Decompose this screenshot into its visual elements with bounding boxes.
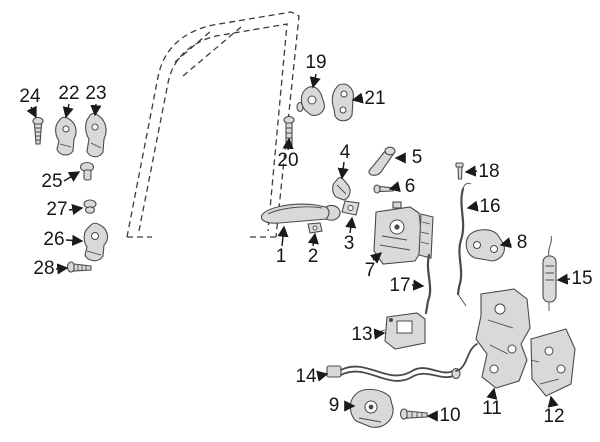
part-rod-17: [424, 253, 432, 315]
arrow-17: [411, 279, 425, 291]
arrow-11: [486, 387, 498, 400]
part-cable-14: [326, 343, 478, 382]
callout-label-7[interactable]: 7: [365, 260, 376, 281]
arrow-1: [277, 225, 289, 247]
callout-label-3[interactable]: 3: [344, 233, 355, 254]
arrow-18: [464, 165, 478, 177]
callout-label-17[interactable]: 17: [389, 275, 410, 296]
callout-label-16[interactable]: 16: [479, 196, 500, 217]
part-clip-4: [332, 176, 351, 201]
part-screw-28: [66, 261, 92, 273]
callout-label-23[interactable]: 23: [85, 83, 106, 104]
callout-label-9[interactable]: 9: [329, 395, 340, 416]
callout-label-24[interactable]: 24: [19, 86, 41, 107]
arrow-26: [65, 234, 84, 246]
part-screw-24: [32, 116, 44, 145]
callout-label-14[interactable]: 14: [295, 366, 317, 387]
part-lock-bracket-7: [373, 201, 434, 265]
arrow-20: [282, 137, 294, 151]
arrow-24: [26, 105, 37, 119]
callout-label-20[interactable]: 20: [277, 150, 298, 171]
callout-label-11[interactable]: 11: [482, 398, 502, 419]
part-hinge-26: [83, 222, 109, 262]
arrow-14: [316, 370, 329, 382]
arrow-22: [62, 103, 74, 119]
callout-label-6[interactable]: 6: [405, 176, 416, 197]
arrow-21: [351, 92, 364, 104]
callout-label-19[interactable]: 19: [305, 52, 326, 73]
arrow-16: [466, 200, 479, 212]
arrow-13: [373, 328, 386, 340]
callout-labels: 1 2 3 4 5 6 7 8 9 10 11 12 13 14 15 16 1…: [19, 52, 592, 427]
callout-label-2[interactable]: 2: [308, 246, 319, 267]
arrow-12: [547, 395, 559, 408]
callout-label-26[interactable]: 26: [43, 229, 64, 250]
leader-arrows: [26, 73, 571, 422]
part-actuator-9: [349, 388, 394, 428]
part-shield-5: [368, 146, 396, 176]
callout-label-1[interactable]: 1: [276, 246, 287, 267]
part-pin-25: [79, 161, 95, 181]
callout-label-15[interactable]: 15: [571, 268, 592, 289]
callout-label-28[interactable]: 28: [33, 258, 54, 279]
part-door-handle-1: [260, 203, 341, 224]
part-handle-base-2: [307, 222, 323, 234]
part-latch-8: [465, 229, 513, 262]
callout-label-12[interactable]: 12: [543, 406, 564, 427]
callout-label-13[interactable]: 13: [351, 324, 372, 345]
arrow-4: [337, 161, 349, 180]
callout-label-22[interactable]: 22: [58, 83, 79, 104]
callout-label-5[interactable]: 5: [412, 147, 423, 168]
part-lock-assembly-11: [457, 288, 531, 389]
arrow-6: [388, 181, 401, 193]
callout-label-4[interactable]: 4: [340, 142, 351, 163]
part-rod-16: [456, 182, 472, 296]
arrow-2: [307, 232, 319, 247]
part-lock-cylinder-15: [542, 235, 557, 311]
arrow-23: [90, 103, 102, 117]
part-bracket-19: [296, 86, 325, 116]
part-bolt-10: [399, 408, 428, 420]
callout-label-27[interactable]: 27: [46, 199, 67, 220]
part-carrier-panel-12: [530, 328, 576, 397]
part-hinge-22: [55, 116, 77, 156]
part-control-module-13: [377, 312, 426, 350]
part-bolt-18: [455, 162, 464, 180]
callout-label-10[interactable]: 10: [439, 405, 460, 426]
arrow-25: [63, 171, 81, 182]
part-bracket-21: [331, 83, 354, 122]
callout-label-8[interactable]: 8: [517, 232, 528, 253]
callout-label-21[interactable]: 21: [364, 88, 385, 109]
part-hinge-23: [85, 112, 107, 158]
arrow-27: [68, 203, 84, 216]
callout-label-25[interactable]: 25: [41, 171, 62, 192]
door-window-frame: [126, 11, 300, 238]
arrow-28: [55, 263, 69, 275]
arrow-15: [556, 273, 571, 285]
part-grommet-27: [83, 199, 97, 214]
arrow-7: [369, 252, 383, 264]
arrow-8: [499, 237, 512, 249]
part-gasket-3: [341, 200, 360, 216]
arrow-3: [345, 216, 357, 234]
arrow-19: [309, 73, 321, 89]
callout-label-18[interactable]: 18: [478, 161, 499, 182]
